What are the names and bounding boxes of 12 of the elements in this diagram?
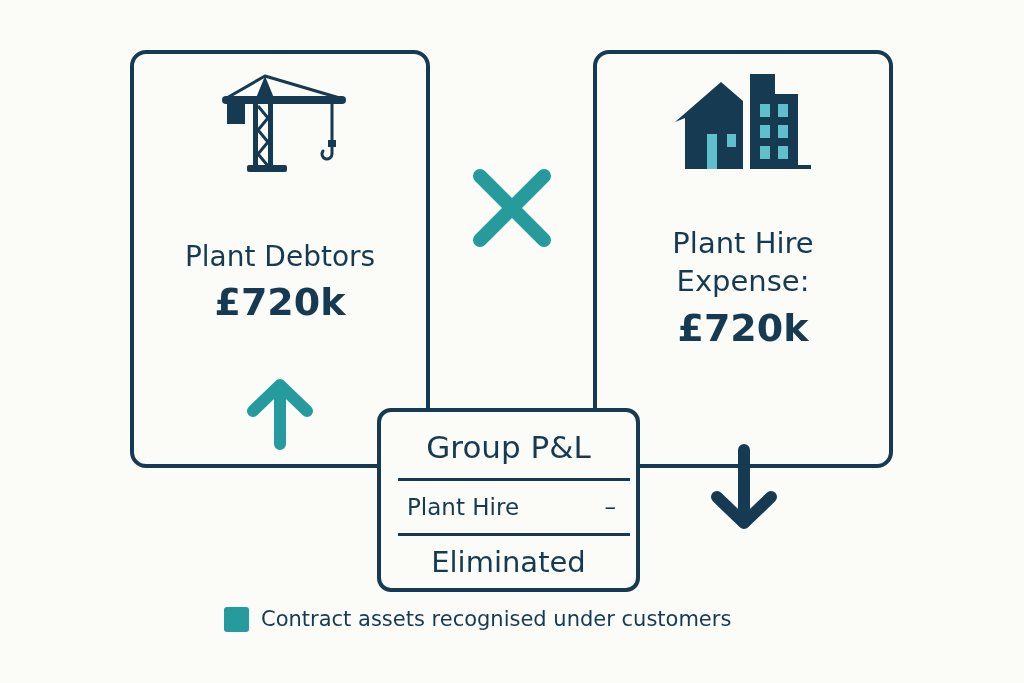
table-heading: Group P&L — [426, 428, 591, 466]
account-label: Plant Debtors — [184, 240, 376, 274]
row-value: – — [604, 493, 616, 522]
company-card — [593, 50, 893, 468]
status-text: Eliminated — [431, 544, 586, 581]
account-label: Plant Hire Expense: — [671, 225, 815, 300]
row-label: Plant Hire — [407, 493, 520, 522]
company-card — [130, 50, 430, 468]
legend-label: Contract assets recognised under customers — [261, 606, 732, 633]
amount-value: £720k — [677, 306, 809, 350]
amount-value: £720k — [214, 280, 346, 324]
summary-card — [377, 408, 640, 592]
